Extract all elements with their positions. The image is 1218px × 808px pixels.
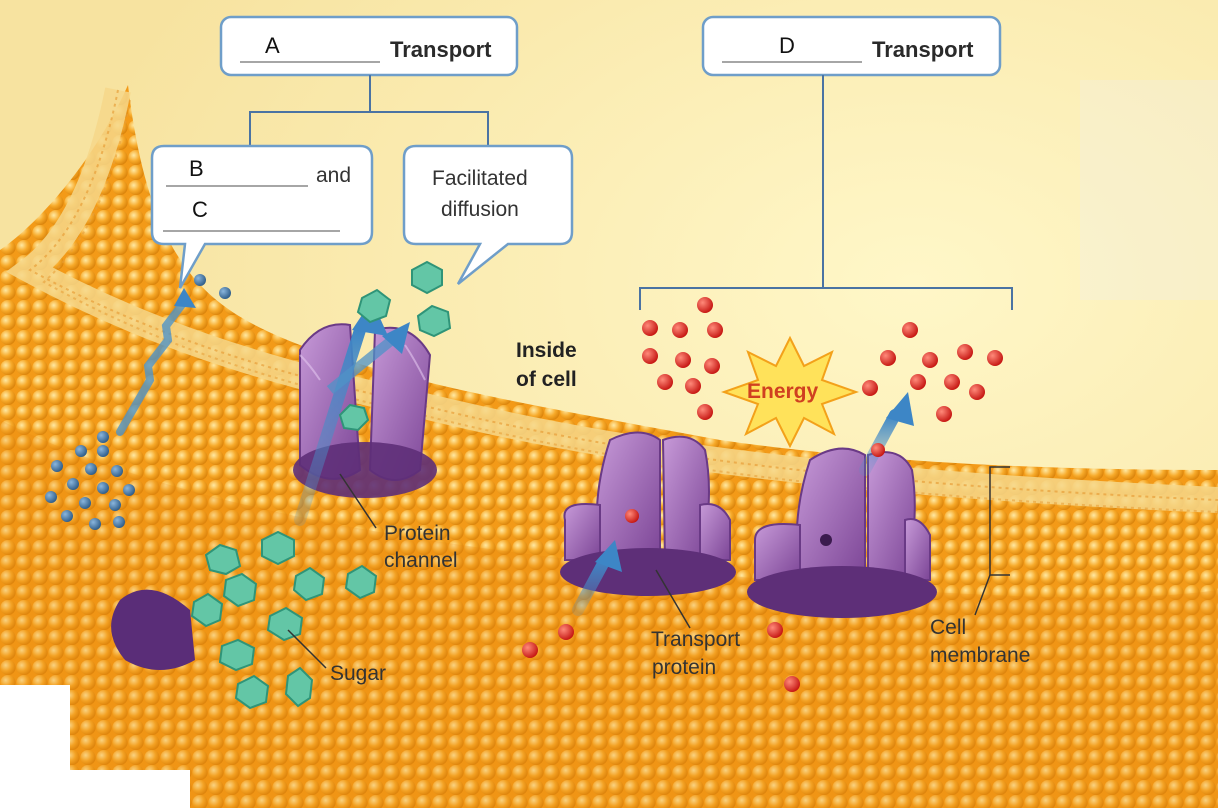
active-transport-arrows: [572, 392, 914, 616]
blue-particles: [45, 274, 231, 530]
protein-channel-label-2: channel: [384, 549, 458, 572]
facilitated-diffusion-callout: Facilitated diffusion: [402, 144, 574, 285]
label-b: B: [189, 156, 204, 181]
facilitated-line1: Facilitated: [432, 167, 528, 190]
sugar-label: Sugar: [330, 662, 386, 685]
diffusion-callout: B and C: [150, 144, 374, 289]
protein-channel-label-1: Protein: [384, 522, 451, 545]
peripheral-protein: [111, 589, 195, 670]
cell-membrane-label-1: Cell: [930, 616, 966, 639]
cell-membrane-label-2: membrane: [930, 644, 1030, 667]
and-word: and: [316, 164, 351, 187]
sugar-molecules: [190, 260, 452, 710]
background-text: [1080, 80, 1218, 300]
red-particles: [522, 297, 1003, 692]
transport-protein-label-1: Transport: [651, 628, 740, 651]
energy-burst: Energy: [720, 335, 860, 449]
energy-label: Energy: [747, 380, 819, 403]
transport-protein-2: [747, 447, 937, 618]
inside-label-line2: of cell: [516, 368, 577, 391]
facilitated-arrow: [294, 300, 410, 526]
leader-lines: [287, 466, 1010, 669]
inside-label-line1: Inside: [516, 339, 577, 362]
passive-transport-box: A Transport: [219, 15, 519, 77]
protein-channel: [293, 323, 437, 498]
label-d: D: [779, 33, 795, 58]
passive-transport-word: Transport: [390, 37, 492, 62]
connector-lines: [249, 75, 1013, 310]
simple-diffusion-arrow: [116, 288, 196, 436]
active-transport-box: D Transport: [701, 15, 1002, 77]
facilitated-line2: diffusion: [441, 198, 519, 221]
active-transport-word: Transport: [872, 37, 974, 62]
label-a: A: [265, 33, 280, 58]
transport-protein-label-2: protein: [652, 656, 716, 679]
label-c: C: [192, 197, 208, 222]
